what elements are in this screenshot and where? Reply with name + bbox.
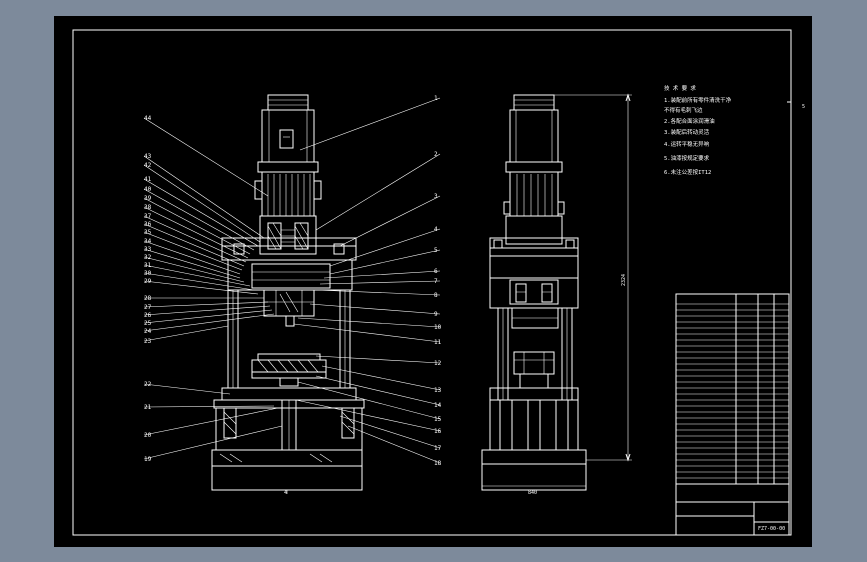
part-36: 36 (144, 221, 152, 228)
drawing-sheet: 5 (54, 16, 812, 547)
part-13: 13 (434, 387, 442, 394)
note-line-6: 5.油漆按规定要求 (664, 154, 710, 162)
part-37: 37 (144, 213, 152, 220)
note-line-5: 4.运转平稳无异响 (664, 140, 710, 148)
part-12: 12 (434, 360, 442, 367)
part-7: 7 (434, 278, 438, 285)
base-mark: 4 (284, 490, 287, 496)
part-17: 17 (434, 445, 442, 452)
part-29: 29 (144, 278, 152, 285)
part-26: 26 (144, 312, 152, 319)
part-40: 40 (144, 186, 152, 193)
assembly-drawing: 5 (72, 29, 805, 536)
part-1: 1 (434, 95, 438, 102)
labels-left: 44 43 42 41 40 39 38 37 36 35 34 33 32 3… (144, 115, 152, 463)
part-43: 43 (144, 153, 152, 160)
width-dimension: 840 (528, 490, 537, 496)
note-line-7: 6.未注公差按IT12 (664, 168, 711, 176)
labels-right: 1 2 3 4 5 6 7 8 9 10 11 12 13 14 15 16 1… (434, 95, 442, 467)
part-16: 16 (434, 428, 442, 435)
leaders-right (293, 97, 441, 464)
technical-requirements: 技 术 要 求 1.装配前所有零件清洗干净 不得有毛刺飞边 2.各配合面涂润滑油… (664, 84, 732, 176)
height-dimension: 2324 (621, 274, 627, 286)
part-11: 11 (434, 339, 442, 346)
front-view: 4 (211, 94, 365, 496)
note-line-3: 2.各配合面涂润滑油 (664, 117, 715, 125)
notes-title: 技 术 要 求 (664, 84, 696, 92)
part-27: 27 (144, 304, 152, 311)
part-38: 38 (144, 204, 152, 211)
part-24: 24 (144, 328, 152, 335)
part-35: 35 (144, 229, 152, 236)
part-34: 34 (144, 238, 152, 245)
part-8: 8 (434, 292, 438, 299)
drawing-frame (72, 29, 792, 536)
part-19: 19 (144, 456, 152, 463)
part-39: 39 (144, 195, 152, 202)
part-44: 44 (144, 115, 152, 122)
part-2: 2 (434, 151, 438, 158)
part-20: 20 (144, 432, 152, 439)
part-18: 18 (434, 460, 442, 467)
side-view (481, 94, 587, 491)
part-21: 21 (144, 404, 152, 411)
part-33: 33 (144, 246, 152, 253)
note-line-1: 1.装配前所有零件清洗干净 (664, 96, 732, 104)
leaders-left (143, 117, 283, 460)
note-line-4: 3.装配后转动灵活 (664, 128, 710, 136)
part-28: 28 (144, 295, 152, 302)
part-4: 4 (434, 226, 438, 233)
part-22: 22 (144, 381, 152, 388)
part-32: 32 (144, 254, 152, 261)
part-41: 41 (144, 176, 152, 183)
parts-list-table: FZ7-00-00 (675, 293, 790, 536)
part-30: 30 (144, 270, 152, 277)
part-9: 9 (434, 311, 438, 318)
part-6: 6 (434, 268, 438, 275)
part-5: 5 (434, 247, 438, 254)
title-block-frame (675, 293, 790, 536)
dimensions: 2324 840 (482, 93, 632, 496)
part-31: 31 (144, 262, 152, 269)
note-line-2: 不得有毛刺飞边 (664, 106, 703, 114)
part-15: 15 (434, 416, 442, 423)
part-3: 3 (434, 193, 438, 200)
corner-mark: 5 (802, 104, 805, 110)
drawing-number: FZ7-00-00 (758, 526, 785, 532)
part-10: 10 (434, 324, 442, 331)
part-23: 23 (144, 338, 152, 345)
part-14: 14 (434, 402, 442, 409)
part-42: 42 (144, 162, 152, 169)
part-25: 25 (144, 320, 152, 327)
